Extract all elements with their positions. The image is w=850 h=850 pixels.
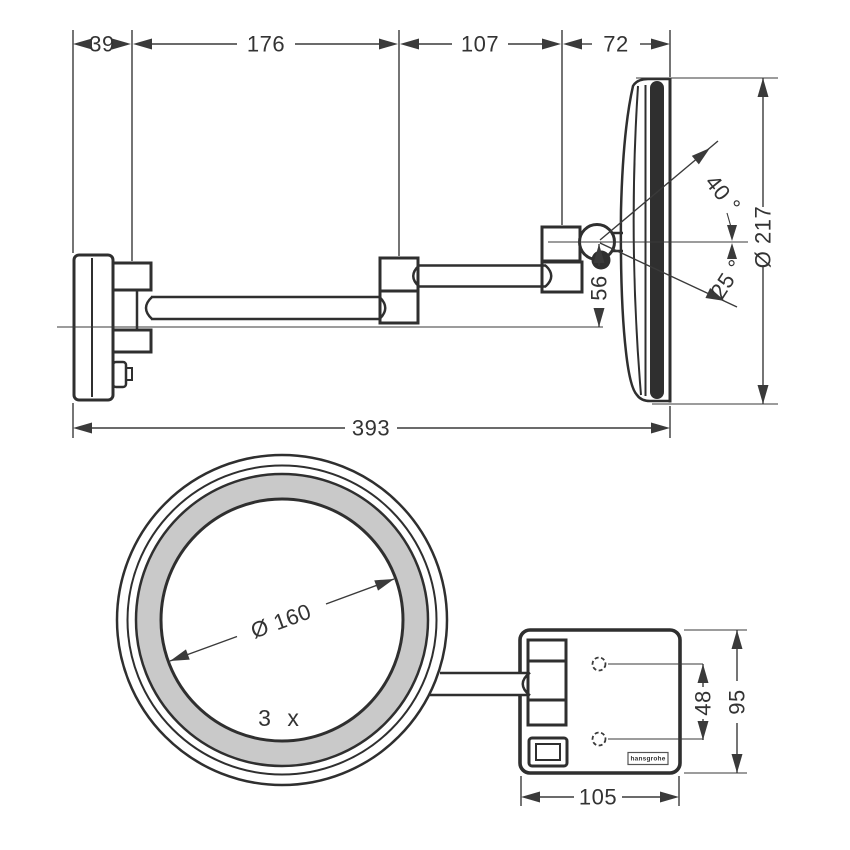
arm-front-view xyxy=(430,671,531,697)
dim-label-56: 56 xyxy=(587,275,612,300)
top-dimension-extension-lines xyxy=(72,30,671,261)
dim-label-160: Ø 160 xyxy=(247,599,314,644)
mirror-front-circle xyxy=(115,453,449,787)
dim-label-95: 95 xyxy=(725,689,750,714)
dim-drop-56: 56 xyxy=(587,244,612,327)
top-dimension-chain: 39 176 107 72 xyxy=(73,32,670,57)
dim-total-reach: 393 xyxy=(72,403,671,441)
cable-outlet xyxy=(111,360,128,389)
power-box: hansgrohe xyxy=(518,628,703,775)
screw-hole-top xyxy=(591,656,607,672)
arm-segment-1 xyxy=(144,295,387,321)
dim-label-39: 39 xyxy=(89,32,114,57)
mirror-glass-edge xyxy=(632,85,642,396)
screw-hole-bottom xyxy=(591,731,607,747)
arm-segment-2 xyxy=(412,264,553,288)
dim-inner-diameter: Ø 160 xyxy=(169,578,395,662)
dim-hole-spacing: 48 xyxy=(691,664,716,740)
angle-label-40: 40 ° xyxy=(700,170,745,218)
swivel-joint-1 xyxy=(378,256,420,325)
box-bracket xyxy=(526,638,568,727)
dim-label-105: 105 xyxy=(579,785,617,810)
dim-mirror-diameter: Ø 217 xyxy=(636,77,778,405)
dim-box-width: 105 xyxy=(520,776,680,810)
power-switch xyxy=(527,736,569,768)
mounting-bracket xyxy=(111,261,153,354)
dim-label-393: 393 xyxy=(352,416,390,441)
dim-label-107: 107 xyxy=(461,32,499,57)
dim-box-height: 95 xyxy=(684,629,750,774)
brand-logo-box xyxy=(627,751,669,766)
dim-label-217: Ø 217 xyxy=(751,206,776,268)
dim-label-176: 176 xyxy=(247,32,285,57)
led-ring xyxy=(137,475,427,765)
dim-label-72: 72 xyxy=(603,32,628,57)
brand-logo: hansgrohe xyxy=(630,756,665,763)
magnification-label: 3 x xyxy=(258,705,304,731)
mirror-side-profile xyxy=(619,77,672,403)
dim-label-48: 48 xyxy=(691,690,716,715)
